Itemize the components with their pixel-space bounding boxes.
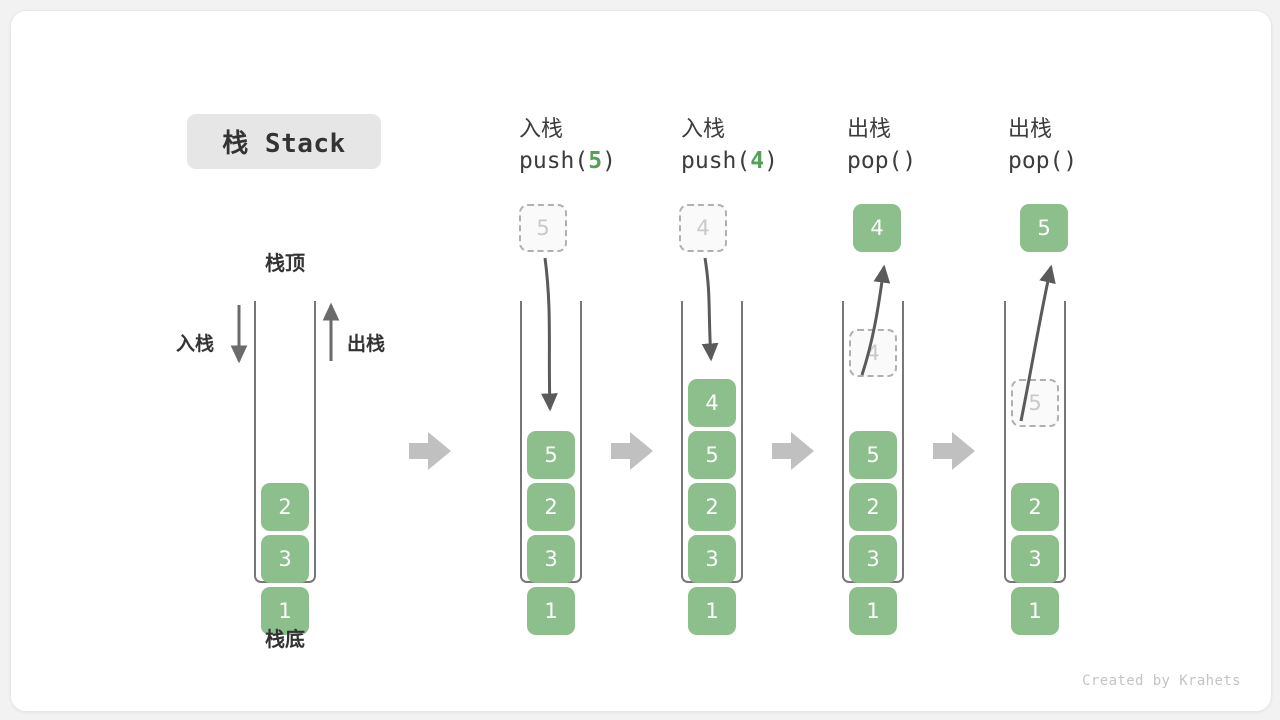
- stack-cell: 1: [261, 587, 309, 635]
- stack-cell: 3: [1011, 535, 1059, 583]
- stack-cell: 5: [688, 431, 736, 479]
- popped-cell-5: 5: [1020, 204, 1068, 252]
- label-stack-bottom-text: 栈底: [265, 627, 305, 651]
- transition-arrow: [611, 432, 653, 470]
- column-header-op: 出栈: [847, 117, 892, 142]
- column-header-call: pop(): [1008, 145, 1178, 177]
- diagram-canvas: 栈 Stack 栈顶 入栈 出栈 2 3 1 栈底 入栈 push(5) 5 5…: [10, 10, 1272, 712]
- stack-cells-pop-4: 4 5 2 3 1: [847, 301, 899, 635]
- stack-cells-push-5: 5 2 3 1: [525, 301, 577, 635]
- stack-cell: 5: [849, 431, 897, 479]
- call-suffix: ): [1063, 148, 1078, 174]
- stack-cell: 1: [849, 587, 897, 635]
- label-pop-side: 出栈: [347, 329, 385, 356]
- transition-arrow: [933, 432, 975, 470]
- call-prefix: push(: [519, 148, 589, 174]
- call-prefix: pop(: [847, 148, 903, 174]
- column-header-op: 出栈: [1008, 117, 1053, 142]
- popped-cell-4: 4: [853, 204, 901, 252]
- column-header-op: 入栈: [681, 117, 726, 142]
- column-header-pop-4: 出栈 pop(): [847, 115, 1017, 177]
- call-suffix: ): [764, 148, 778, 174]
- footer-credit: Created by Krahets: [1082, 673, 1241, 689]
- diagram-title-text: 栈 Stack: [222, 129, 346, 159]
- column-header-pop-5: 出栈 pop(): [1008, 115, 1178, 177]
- stack-cell: 1: [1011, 587, 1059, 635]
- stack-cell: 3: [527, 535, 575, 583]
- stack-cell: 4: [688, 379, 736, 427]
- stack-cell: 3: [261, 535, 309, 583]
- call-arg: 5: [588, 148, 603, 174]
- column-header-call: push(4): [681, 145, 851, 177]
- call-prefix: push(: [681, 148, 751, 174]
- label-stack-bottom: 栈底: [254, 623, 316, 652]
- column-header-push-5: 入栈 push(5): [519, 115, 689, 177]
- call-suffix: ): [602, 148, 616, 174]
- call-arg: 4: [750, 148, 765, 174]
- stack-cell: 3: [849, 535, 897, 583]
- label-push-side: 入栈: [176, 329, 214, 356]
- column-header-op: 入栈: [519, 117, 564, 142]
- stack-cell: 5: [527, 431, 575, 479]
- stack-cell: 3: [688, 535, 736, 583]
- stack-cell: 1: [688, 587, 736, 635]
- label-pop-side-text: 出栈: [347, 333, 386, 355]
- transition-arrow: [772, 432, 814, 470]
- stack-cell: 1: [527, 587, 575, 635]
- stack-cells-push-4: 4 5 2 3 1: [686, 301, 738, 635]
- floating-ghost-cell-push-5: 5: [519, 204, 567, 252]
- stack-cell: 2: [261, 483, 309, 531]
- label-stack-top: 栈顶: [254, 247, 316, 276]
- floating-ghost-cell-push-4: 4: [679, 204, 727, 252]
- transition-arrow: [409, 432, 451, 470]
- column-header-push-4: 入栈 push(4): [681, 115, 851, 177]
- stack-cell: 2: [527, 483, 575, 531]
- call-suffix: ): [902, 148, 917, 174]
- diagram-title-chip: 栈 Stack: [187, 114, 381, 169]
- column-header-call: push(5): [519, 145, 689, 177]
- stack-cell-ghost: 4: [849, 329, 897, 377]
- label-stack-top-text: 栈顶: [265, 251, 305, 275]
- stack-cells-initial: 2 3 1: [259, 301, 311, 635]
- column-header-call: pop(): [847, 145, 1017, 177]
- stack-cell: 2: [1011, 483, 1059, 531]
- stack-cells-pop-5: 5 2 3 1: [1009, 301, 1061, 635]
- label-push-side-text: 入栈: [176, 333, 215, 355]
- stack-cell: 2: [849, 483, 897, 531]
- stack-cell: 2: [688, 483, 736, 531]
- call-prefix: pop(: [1008, 148, 1064, 174]
- stack-cell-ghost: 5: [1011, 379, 1059, 427]
